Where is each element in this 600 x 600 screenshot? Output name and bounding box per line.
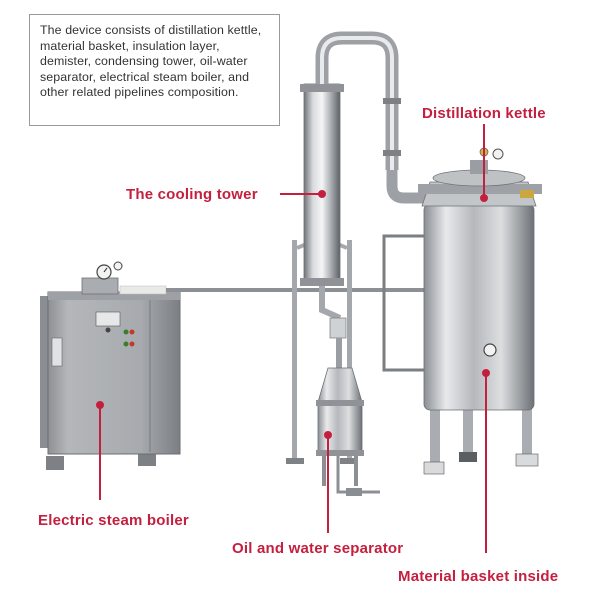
callout-dot xyxy=(324,431,332,439)
cooling-tower xyxy=(286,31,430,464)
callout-lines xyxy=(96,124,490,553)
label-distillation-kettle: Distillation kettle xyxy=(422,105,546,122)
callout-dot xyxy=(480,194,488,202)
callout-dot xyxy=(96,401,104,409)
description-box: The device consists of distillation kett… xyxy=(29,14,280,126)
label-cooling-tower: The cooling tower xyxy=(126,186,258,203)
oil-water-separator xyxy=(316,338,380,496)
label-material-basket: Material basket inside xyxy=(398,568,559,585)
steam-boiler xyxy=(40,261,181,470)
callout-dot xyxy=(318,190,326,198)
callout-dot xyxy=(482,369,490,377)
distillation-kettle xyxy=(382,147,542,475)
label-steam-boiler: Electric steam boiler xyxy=(38,512,189,529)
label-separator: Oil and water separator xyxy=(232,540,404,557)
